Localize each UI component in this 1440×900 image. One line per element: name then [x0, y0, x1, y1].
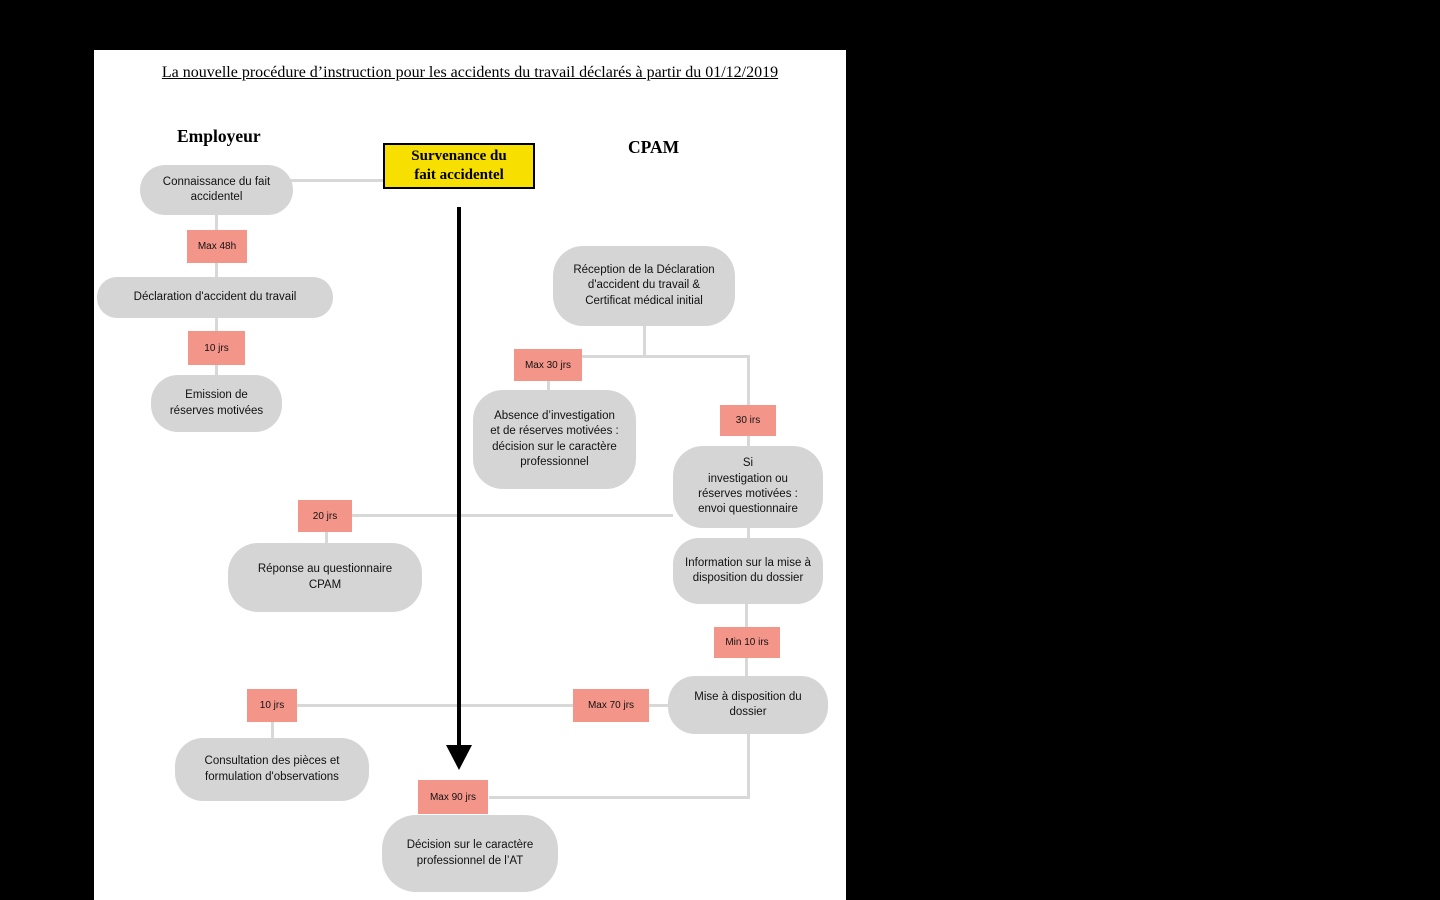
node-connaissance-fait-accidentel: Connaissance du fait accidentel	[140, 165, 293, 215]
duration-10-jrs-consultation: 10 jrs	[247, 689, 297, 722]
column-header-employeur: Employeur	[177, 126, 261, 146]
node-si-investigation: Si investigation ou réserves motivées : …	[673, 446, 823, 528]
node-absence-investigation: Absence d’investigation et de réserves m…	[473, 390, 636, 489]
duration-max-90-jrs: Max 90 jrs	[418, 780, 488, 814]
connector-10jrs-to-consultation	[271, 721, 274, 739]
connector-connaissance-to-survenance	[290, 179, 383, 182]
connector-20jrs-to-reponse	[325, 531, 328, 544]
duration-max-30-jrs: Max 30 jrs	[514, 349, 582, 381]
duration-max-48h: Max 48h	[187, 230, 247, 263]
connector-20jrs-to-si	[352, 514, 673, 517]
node-reponse-questionnaire: Réponse au questionnaire CPAM	[228, 543, 422, 612]
connector-reception-stem	[643, 326, 646, 357]
duration-20-jrs: 20 jrs	[298, 500, 352, 532]
duration-10-jrs-reserves: 10 jrs	[188, 331, 245, 365]
connector-elbow-to-max90jrs	[489, 796, 750, 799]
start-event-survenance: Survenance du fait accidentel	[383, 143, 535, 189]
connector-si-to-information	[747, 528, 750, 539]
duration-max-70-jrs: Max 70 jrs	[573, 689, 649, 722]
node-decision-caractere-professionnel: Décision sur le caractère professionnel …	[382, 815, 558, 892]
node-reception-declaration: Réception de la Déclaration d'accident d…	[553, 246, 735, 326]
timeline-arrow-shaft	[457, 207, 461, 746]
duration-min-10-jrs: Min 10 irs	[714, 627, 780, 658]
node-information-mise-a-disposition: Information sur la mise à disposition du…	[673, 538, 823, 604]
connector-mise-down	[747, 734, 750, 798]
page-title: La nouvelle procédure d’instruction pour…	[161, 64, 779, 81]
node-emission-reserves-motivees: Emission de réserves motivées	[151, 375, 282, 432]
duration-30-jrs: 30 irs	[720, 405, 776, 436]
node-mise-a-disposition-dossier: Mise à disposition du dossier	[668, 676, 828, 734]
column-header-cpam: CPAM	[628, 137, 680, 157]
diagram-panel: La nouvelle procédure d’instruction pour…	[94, 50, 846, 900]
connector-to-si-investigation	[747, 355, 750, 447]
timeline-arrow-head	[446, 745, 472, 770]
node-consultation-pieces: Consultation des pièces et formulation d…	[175, 738, 369, 801]
connector-10jrs-to-mise	[296, 704, 668, 707]
connector-reception-split	[548, 355, 749, 358]
node-declaration-accident-travail: Déclaration d'accident du travail	[97, 277, 333, 318]
